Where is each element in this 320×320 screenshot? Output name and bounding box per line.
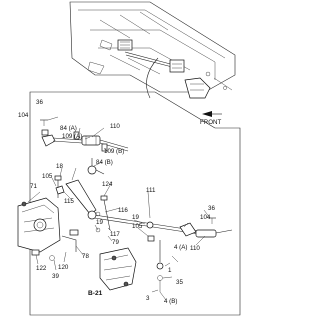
callout-122: 122 <box>36 265 47 272</box>
callout-39: 39 <box>52 273 59 280</box>
callout-3: 3 <box>146 295 150 302</box>
callout-109a: 109 (A) <box>62 133 82 140</box>
idler-bracket <box>99 247 137 291</box>
callout-84a: 84 (A) <box>60 125 77 132</box>
callout-84b: 84 (B) <box>96 159 113 166</box>
callout-19-left: 19 <box>96 219 103 226</box>
callout-116: 116 <box>118 207 128 214</box>
callout-36-right: 36 <box>208 205 215 212</box>
callout-124: 124 <box>102 181 113 188</box>
detail-frame <box>29 91 241 316</box>
callout-117: 117 <box>110 231 120 238</box>
callout-105-right: 105 <box>132 223 143 230</box>
callout-71: 71 <box>30 183 37 190</box>
callout-110-right: 110 <box>190 245 200 252</box>
steering-gear-box <box>17 167 85 271</box>
steering-linkage-diagram: FRONT <box>17 1 241 316</box>
front-label: FRONT <box>200 119 222 126</box>
callout-4b: 4 (B) <box>164 298 177 305</box>
callout-35: 35 <box>176 279 183 286</box>
callout-110-top: 110 <box>110 123 120 130</box>
ref-label-b21: B-21 <box>88 290 103 297</box>
callout-4a: 4 (A) <box>174 244 187 251</box>
callout-18: 18 <box>56 163 63 170</box>
front-arrow-icon <box>202 111 212 117</box>
callout-109b: 109 (B) <box>104 148 124 155</box>
callout-78: 78 <box>82 253 89 260</box>
callout-labels: 36 104 84 (A) 110 109 (A) 109 (B) 84 (B)… <box>18 99 215 305</box>
callout-79: 79 <box>112 239 119 246</box>
tie-rod-assembly <box>65 167 233 301</box>
callout-111: 111 <box>146 187 156 194</box>
callout-104-top: 104 <box>18 112 29 119</box>
callout-1: 1 <box>168 267 172 274</box>
callout-104-right: 104 <box>200 214 211 221</box>
drag-link-assembly <box>40 116 129 175</box>
vehicle-overview-illustration <box>69 1 236 99</box>
callout-115: 115 <box>64 198 74 205</box>
callout-105-left: 105 <box>42 173 53 180</box>
callout-19-right: 19 <box>132 214 139 221</box>
front-direction-indicator: FRONT <box>200 111 222 126</box>
callout-36-top: 36 <box>36 99 43 106</box>
callout-120: 120 <box>58 264 69 271</box>
